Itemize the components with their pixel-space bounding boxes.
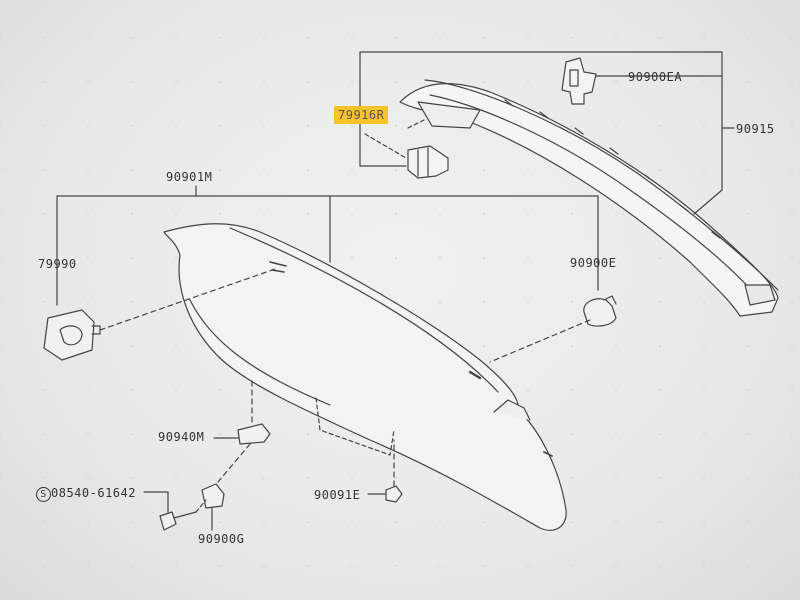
label-90901m: 90901M (166, 170, 213, 184)
label-90915: 90915 (736, 122, 775, 136)
bracket-90940m (213, 379, 271, 483)
lamp-socket-79916r (407, 145, 449, 179)
label-79916r-highlighted: 79916R (334, 106, 389, 124)
label-79990: 79990 (38, 257, 77, 271)
assembly-leader-lines (56, 185, 599, 306)
screw-08540-61642 (143, 491, 207, 531)
label-90900ea: 90900EA (628, 70, 683, 84)
label-90940m: 90940M (158, 430, 205, 444)
clip-90091e (367, 439, 403, 503)
upper-leader-lines (359, 51, 735, 215)
stopper-79990 (43, 267, 279, 361)
label-90900g: 90900G (198, 532, 245, 546)
main-trim-panel (163, 223, 567, 531)
label-90091e: 90091E (314, 488, 361, 502)
clip-90900ea (561, 57, 597, 105)
clip-90900e (489, 295, 617, 363)
clip-90900g (201, 483, 225, 531)
upper-garnish-part (399, 79, 779, 317)
label-screw-number: 08540-61642 (51, 486, 136, 500)
label-90900e: 90900E (570, 256, 617, 270)
screw-s-symbol: S (36, 487, 51, 502)
